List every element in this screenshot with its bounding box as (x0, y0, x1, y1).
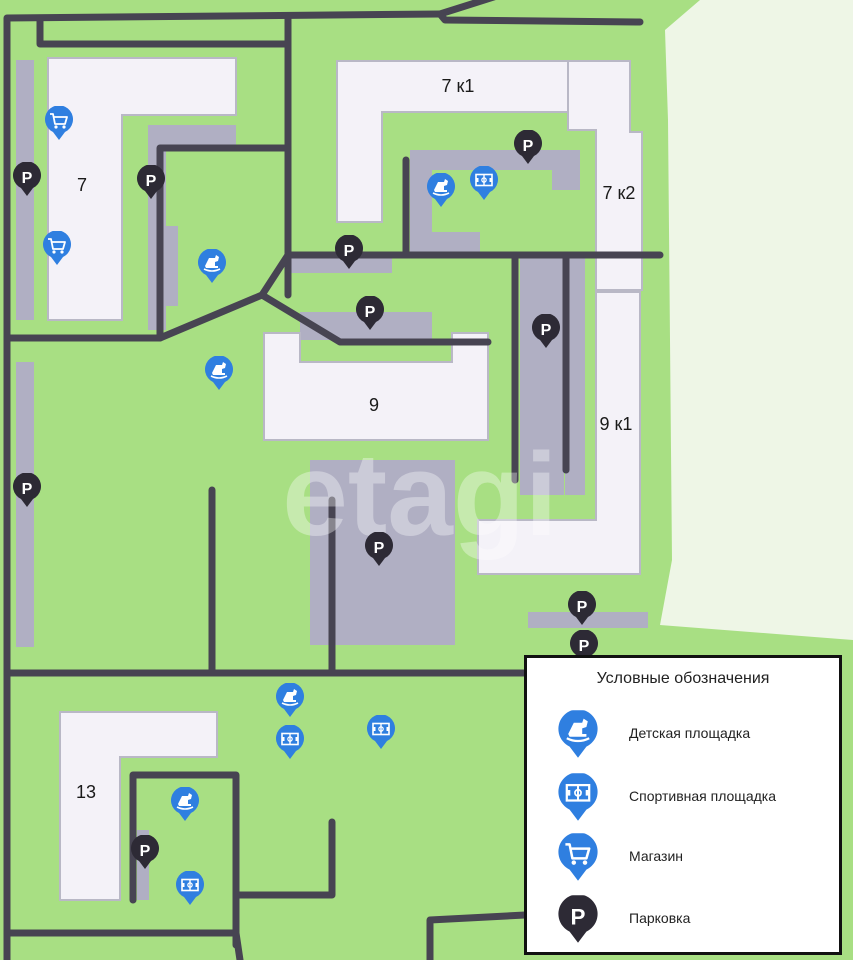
label-building-13: 13 (76, 782, 96, 802)
label-building-7: 7 (77, 175, 87, 195)
parking-icon: P (365, 532, 393, 566)
building-9k1 (477, 291, 641, 575)
svg-text:P: P (365, 304, 376, 321)
parking-icon: P (131, 835, 159, 869)
legend-label: Детская площадка (629, 725, 751, 741)
legend-item-sports: Спортивная площадка (557, 773, 837, 821)
label-building-9k1: 9 к1 (600, 414, 633, 434)
buildings (47, 57, 643, 901)
parking-icon: P (532, 314, 560, 348)
parking-markers: P P P P P P P P P P P (13, 130, 598, 869)
roads (3, 0, 664, 960)
parking-icon: P (137, 165, 165, 199)
legend-item-shop: Магазин (557, 833, 837, 881)
svg-text:P: P (22, 481, 33, 498)
legend-label: Спортивная площадка (629, 788, 776, 804)
svg-text:P: P (577, 599, 588, 616)
svg-text:P: P (374, 540, 385, 557)
legend-panel: Условные обозначения Детская площадка Сп… (524, 655, 842, 955)
building-13 (59, 711, 218, 901)
playground-icon (558, 710, 598, 758)
label-building-7k1: 7 к1 (442, 76, 475, 96)
parking-icon: P (13, 473, 41, 507)
parking-icon: P (514, 130, 542, 164)
svg-text:P: P (146, 173, 157, 190)
svg-text:P: P (541, 322, 552, 339)
label-building-9: 9 (369, 395, 379, 415)
label-building-7k2: 7 к2 (603, 183, 636, 203)
shop-icon (558, 833, 598, 881)
svg-text:P: P (523, 138, 534, 155)
sports-field-icon (558, 773, 598, 821)
building-7 (47, 57, 237, 321)
legend-title: Условные обозначения (596, 670, 770, 687)
building-9 (263, 332, 489, 441)
parking-icon: P (570, 630, 598, 664)
building-7k2 (567, 60, 643, 291)
parking-icon: P (13, 162, 41, 196)
parking-icon: P (335, 235, 363, 269)
parking-icon: P (356, 296, 384, 330)
legend-item-parking: P Парковка (557, 895, 837, 943)
legend-label: Парковка (629, 910, 691, 926)
svg-text:P: P (22, 170, 33, 187)
parking-icon: P (568, 591, 596, 625)
svg-text:P: P (344, 243, 355, 260)
parking-icon: P (558, 895, 598, 943)
svg-text:P: P (579, 638, 590, 655)
legend-item-playground: Детская площадка (557, 710, 837, 758)
svg-text:P: P (140, 843, 151, 860)
outside-area (660, 0, 853, 640)
svg-text:P: P (571, 905, 586, 930)
legend-label: Магазин (629, 848, 684, 864)
watermark-text: etagi (282, 429, 557, 561)
